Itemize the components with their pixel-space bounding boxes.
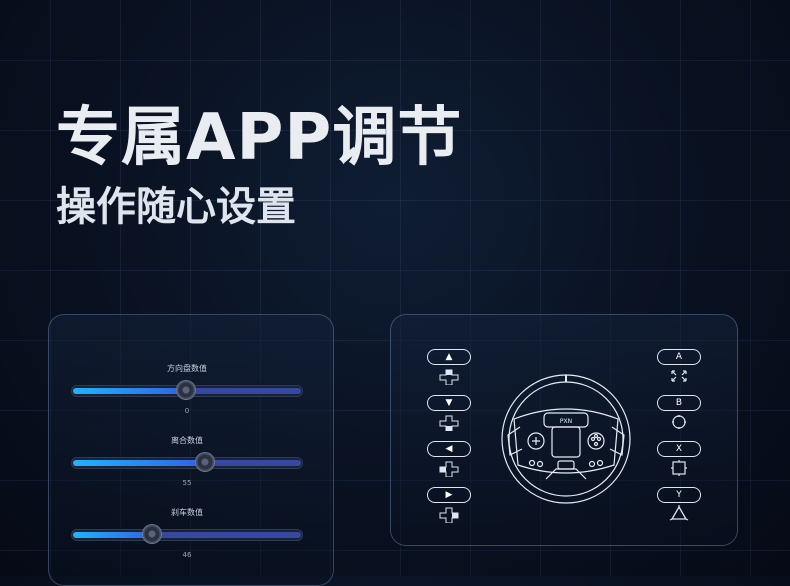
button-y-label: Y (676, 490, 682, 500)
dpad-down-glyph: ▼ (445, 398, 453, 408)
dpad-left-icon (439, 461, 459, 477)
slider-value: 55 (182, 479, 192, 487)
slider-fill (73, 388, 185, 394)
slider-label: 刹车数值 (171, 508, 203, 517)
clutch-slider[interactable] (71, 453, 303, 471)
button-a[interactable]: A (657, 349, 701, 365)
steering-slider[interactable] (71, 381, 303, 399)
button-y[interactable]: Y (657, 487, 701, 503)
dpad-left-button[interactable]: ◀ (427, 441, 471, 457)
button-x[interactable]: X (657, 441, 701, 457)
slider-fill (73, 460, 203, 466)
triangle-icon (669, 505, 689, 521)
slider-panel: 方向盘数值 0 离合数值 55 刹车数值 46 (48, 314, 334, 586)
slider-knob[interactable] (143, 525, 161, 543)
button-mapping-panel: ▲ ▼ ◀ ▶ (390, 314, 738, 546)
square-icon (671, 460, 687, 476)
slider-value: 0 (184, 407, 190, 415)
slider-rest (185, 388, 301, 394)
button-x-label: X (675, 444, 683, 454)
slider-label: 方向盘数值 (167, 364, 207, 373)
slider-knob[interactable] (177, 381, 195, 399)
slider-knob[interactable] (196, 453, 214, 471)
button-a-label: A (675, 352, 683, 362)
dpad-left-glyph: ◀ (445, 444, 453, 454)
dpad-right-icon (439, 507, 459, 523)
dpad-down-icon (439, 415, 459, 431)
dpad-down-button[interactable]: ▼ (427, 395, 471, 411)
headline-title: 专属APP调节 (56, 101, 463, 175)
wheel-logo: PXN (560, 418, 572, 425)
slider-rest (153, 532, 301, 538)
slider-rest (203, 460, 301, 466)
slider-fill (73, 532, 153, 538)
steering-wheel-illustration: PXN (501, 374, 631, 504)
dpad-up-glyph: ▲ (445, 352, 453, 362)
circle-icon (672, 415, 686, 429)
dpad-right-glyph: ▶ (445, 490, 453, 500)
button-b[interactable]: B (657, 395, 701, 411)
dpad-right-button[interactable]: ▶ (427, 487, 471, 503)
headline-subtitle: 操作随心设置 (56, 184, 296, 230)
slider-label: 离合数值 (171, 436, 203, 445)
dpad-up-icon (439, 369, 459, 385)
button-b-label: B (675, 398, 683, 408)
slider-value: 46 (182, 551, 192, 559)
brake-slider[interactable] (71, 525, 303, 543)
dpad-up-button[interactable]: ▲ (427, 349, 471, 365)
cross-arrows-icon (671, 370, 687, 382)
